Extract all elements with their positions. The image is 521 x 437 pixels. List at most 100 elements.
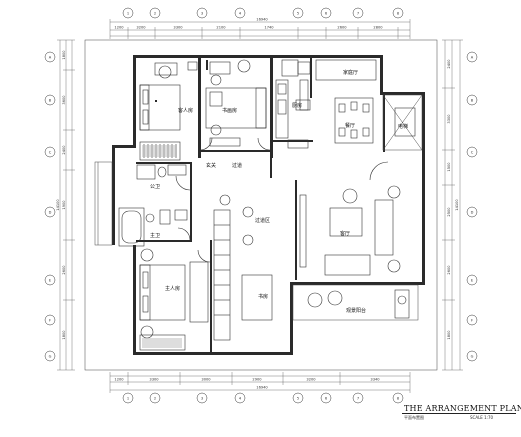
grid-label: F bbox=[49, 319, 51, 323]
room-label-study-small: 书房 bbox=[258, 293, 268, 300]
dimension-total-left: 14100 bbox=[56, 199, 60, 211]
dimension-value: 1500 bbox=[447, 162, 451, 172]
plan-title: THE ARRANGEMENT PLAN bbox=[404, 404, 521, 413]
grid-label: B bbox=[49, 99, 52, 103]
grid-label: 2 bbox=[154, 397, 156, 401]
balcony-furniture: 观景阳台 bbox=[307, 289, 410, 319]
dimension-value: 1200 bbox=[114, 26, 124, 30]
room-label-balcony: 观景阳台 bbox=[346, 307, 366, 314]
grid-label: 3 bbox=[201, 12, 203, 16]
dimension-total-top: 16940 bbox=[256, 18, 268, 22]
room-label-elevator: 电梯 bbox=[398, 123, 408, 130]
public-wc-furniture: 公卫 过道 玄关 bbox=[136, 162, 242, 190]
living-room-furniture: 客厅 bbox=[299, 161, 401, 276]
room-label-public-wc: 公卫 bbox=[150, 184, 160, 190]
room-label-study: 书画房 bbox=[222, 107, 237, 114]
dimension-value: 2400 bbox=[447, 59, 451, 69]
dimension-value: 1740 bbox=[264, 26, 274, 30]
dimension-value: 2500 bbox=[447, 207, 451, 217]
dimension-value: 2800 bbox=[373, 26, 383, 30]
dimension-value: 3300 bbox=[447, 114, 451, 124]
dimension-value: 2600 bbox=[337, 26, 347, 30]
corridor-furniture: 过道区 bbox=[213, 194, 273, 341]
dimension-total-right: 14100 bbox=[455, 199, 459, 211]
grid-bubbles-bottom: 1 2 3 4 5 6 7 8 bbox=[122, 392, 404, 404]
grid-label: 5 bbox=[297, 397, 299, 401]
room-label-entrance: 玄关 bbox=[206, 162, 216, 169]
grid-label: G bbox=[49, 355, 52, 359]
grid-label: D bbox=[49, 211, 52, 215]
dimension-value: 2100 bbox=[216, 26, 226, 30]
grid-label: A bbox=[49, 56, 52, 60]
grid-label: 6 bbox=[325, 12, 328, 16]
room-label-hall: 过道 bbox=[232, 162, 242, 169]
dimension-value: 3200 bbox=[136, 26, 146, 30]
kitchen-furniture: 厨房 bbox=[275, 59, 311, 149]
master-bedroom-furniture: 主人房 bbox=[139, 248, 209, 351]
room-label-kitchen: 厨房 bbox=[292, 102, 302, 109]
grid-bubbles-left: A B C D E F G bbox=[44, 51, 56, 362]
dimension-value: 3300 bbox=[149, 378, 159, 382]
dimension-total-bottom: 16940 bbox=[256, 386, 268, 390]
grid-label: B bbox=[471, 99, 474, 103]
room-label-dining: 餐厅 bbox=[345, 122, 355, 129]
dimension-value: 3600 bbox=[62, 95, 66, 105]
dimension-value: 1200 bbox=[114, 378, 124, 382]
walls bbox=[112, 55, 425, 355]
plan-scale: SCALE 1:70 bbox=[470, 415, 494, 420]
dimension-value: 1800 bbox=[62, 50, 66, 60]
dimension-value: 2600 bbox=[447, 265, 451, 275]
dimension-lines-top: 16940 1200 3200 3300 2100 1740 2600 2800 bbox=[109, 18, 411, 39]
dimension-value: 2600 bbox=[62, 265, 66, 275]
grid-label: A bbox=[471, 56, 474, 60]
grid-label: 1 bbox=[127, 12, 129, 16]
grid-label: 4 bbox=[239, 397, 242, 401]
dimension-lines-bottom: 1200 3300 3000 2900 3200 3340 16940 bbox=[109, 372, 411, 393]
room-label-living: 客厅 bbox=[340, 230, 350, 237]
dimension-lines-left: 1800 3600 2400 1900 2600 1800 14100 bbox=[56, 39, 75, 371]
title-rule bbox=[402, 413, 516, 414]
grid-label: C bbox=[49, 151, 52, 155]
bath-furniture: 主卫 bbox=[118, 207, 188, 247]
grid-label: 1 bbox=[127, 397, 129, 401]
room-label-master-bedroom: 主人房 bbox=[165, 285, 180, 292]
grid-label: 3 bbox=[201, 397, 203, 401]
dimension-value: 3200 bbox=[306, 378, 316, 382]
dimension-value: 3340 bbox=[370, 378, 380, 382]
room-label-guest-bedroom: 客人房 bbox=[178, 107, 193, 114]
grid-label: E bbox=[49, 279, 52, 283]
grid-label: 7 bbox=[357, 397, 359, 401]
door-swings bbox=[175, 137, 271, 263]
grid-bubbles-top: 1 2 3 4 5 6 7 8 bbox=[122, 7, 404, 19]
grid-label: 8 bbox=[397, 12, 400, 16]
grid-label: G bbox=[471, 355, 474, 359]
site-boundary bbox=[84, 39, 438, 371]
grid-label: 2 bbox=[154, 12, 156, 16]
room-label-corridor: 过道区 bbox=[255, 217, 270, 224]
dimension-value: 2900 bbox=[252, 378, 262, 382]
grid-label: F bbox=[471, 319, 473, 323]
grid-label: D bbox=[471, 211, 474, 215]
grid-label: C bbox=[471, 151, 474, 155]
grid-label: E bbox=[471, 279, 474, 283]
elevator: 电梯 bbox=[394, 107, 416, 137]
dimension-value: 2400 bbox=[62, 145, 66, 155]
dining-furniture: 餐厅 家庭厅 bbox=[315, 59, 377, 144]
guest-bedroom-furniture: 客人房 bbox=[139, 61, 198, 161]
room-label-pantry-lounge: 家庭厅 bbox=[343, 69, 358, 76]
dimension-value: 1900 bbox=[62, 200, 66, 210]
window-strips bbox=[94, 94, 423, 321]
dimension-value: 3300 bbox=[173, 26, 183, 30]
room-label-bath: 主卫 bbox=[150, 232, 160, 239]
study-furniture: 书画房 bbox=[205, 59, 267, 147]
dimension-value: 3000 bbox=[201, 378, 211, 382]
grid-label: 5 bbox=[297, 12, 299, 16]
dimension-lines-right: 2400 3300 1500 2500 2600 1800 14100 bbox=[442, 39, 463, 371]
small-study: 书房 bbox=[258, 293, 268, 300]
grid-bubbles-right: A B C D E F G bbox=[466, 51, 478, 362]
grid-label: 4 bbox=[239, 12, 242, 16]
grid-label: 8 bbox=[397, 397, 400, 401]
plan-subtitle: 平面布置图 bbox=[404, 415, 424, 420]
grid-label: 6 bbox=[325, 397, 328, 401]
